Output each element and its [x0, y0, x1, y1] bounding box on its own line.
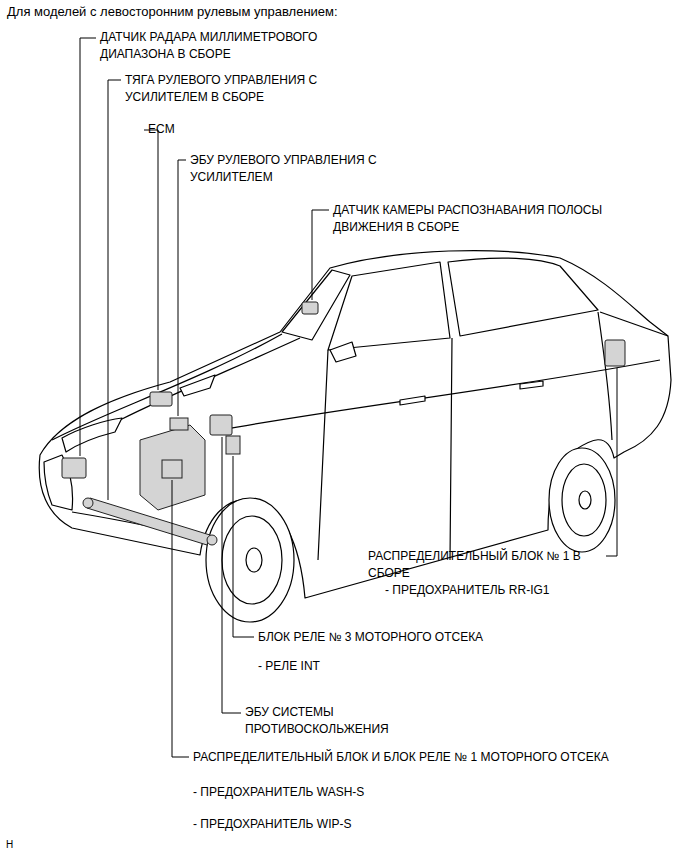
part-label: РАСПРЕДЕЛИТЕЛЬНЫЙ БЛОК № 1 В СБОРЕ: [368, 548, 600, 582]
side-window: [448, 258, 598, 336]
leader-line: [312, 210, 329, 300]
leader-line: [606, 368, 617, 556]
leader-line: [144, 130, 158, 390]
leader-line: [108, 80, 121, 500]
tie-rod-end: [83, 498, 93, 508]
rear-wheel: [549, 448, 615, 552]
diagram-title: Для моделей с левосторонним рулевым упра…: [7, 3, 338, 20]
part-label: ТЯГА РУЛЕВОГО УПРАВЛЕНИЯ С УСИЛИТЕЛЕМ В …: [125, 72, 360, 106]
engine-room-junction-block: [162, 460, 182, 478]
part-label: - ПРЕДОХРАНИТЕЛЬ WASH-S: [193, 784, 364, 801]
skid-control-ecu: [210, 415, 232, 435]
body-crease: [220, 360, 660, 430]
part-label: ЭБУ СИСТЕМЫ ПРОТИВОСКОЛЬЖЕНИЯ: [245, 704, 410, 738]
part-label: ДАТЧИК КАМЕРЫ РАСПОЗНАВАНИЯ ПОЛОСЫ ДВИЖЕ…: [333, 202, 658, 236]
headlight: [180, 375, 215, 396]
part-label: - ПРЕДОХРАНИТЕЛЬ WIP-S: [193, 816, 351, 833]
part-label: БЛОК РЕЛЕ № 3 МОТОРНОГО ОТСЕКА: [258, 629, 483, 646]
radar-sensor: [62, 458, 86, 478]
ecm-unit: [150, 392, 172, 406]
part-label: - РЕЛЕ INT: [258, 658, 320, 675]
side-window: [328, 262, 450, 350]
part-label: ЭБУ РУЛЕВОГО УПРАВЛЕНИЯ С УСИЛИТЕЛЕМ: [190, 152, 395, 186]
front-wheel: [206, 498, 294, 622]
junction-block: [605, 340, 625, 366]
hood-line: [52, 334, 282, 440]
wheel-rim: [222, 516, 282, 604]
leader-line: [233, 456, 254, 637]
trunk-line: [600, 312, 668, 336]
wheel-hub: [579, 491, 591, 509]
leader-line: [222, 437, 241, 713]
lane-camera: [302, 302, 318, 314]
door-line: [318, 312, 612, 560]
relay-block: [226, 436, 240, 454]
eps-ecu: [170, 418, 188, 430]
tie-rod-end: [207, 535, 217, 545]
wheel-rim: [562, 464, 606, 536]
side-mirror: [330, 342, 356, 362]
hood-line: [120, 338, 300, 420]
part-label: - ПРЕДОХРАНИТЕЛЬ RR-IG1: [385, 582, 549, 599]
leader-line: [178, 160, 186, 416]
leader-line: [80, 38, 96, 456]
steering-rack: [87, 498, 210, 545]
door-handle: [400, 396, 425, 405]
part-label: ДАТЧИК РАДАРА МИЛЛИМЕТРОВОГО ДИАПАЗОНА В…: [100, 29, 355, 63]
reference-mark: H: [6, 836, 13, 853]
part-label: ECM: [148, 121, 175, 138]
car-body: [39, 251, 671, 598]
wheel-hub: [246, 548, 262, 572]
leader-line: [172, 480, 189, 757]
headlight: [62, 418, 122, 452]
part-label: РАСПРЕДЕЛИТЕЛЬНЫЙ БЛОК И БЛОК РЕЛЕ № 1 М…: [193, 749, 613, 766]
door-handle: [520, 381, 543, 389]
